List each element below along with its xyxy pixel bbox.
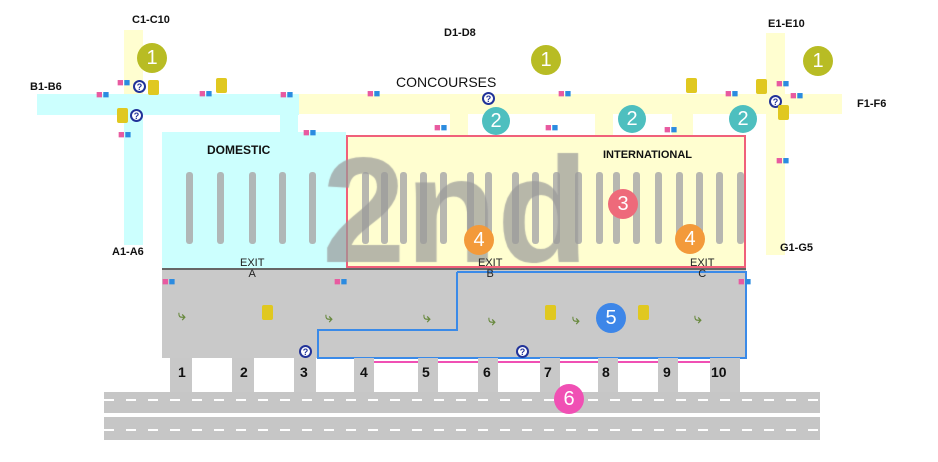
door-number: 5: [422, 364, 430, 380]
door-number: 10: [711, 364, 727, 380]
elevator-icon: [756, 79, 767, 94]
restroom-icon: ■■: [199, 88, 213, 100]
gates-e-label: E1-E10: [768, 18, 805, 30]
marker-4[interactable]: 4: [464, 225, 494, 255]
restroom-icon: ■■: [725, 88, 739, 100]
info-icon: ?: [769, 95, 782, 108]
restroom-icon: ■■: [367, 88, 381, 100]
elevator-icon: [778, 105, 789, 120]
concourses-label: CONCOURSES: [396, 74, 497, 90]
lane-marking: [104, 399, 820, 401]
restroom-icon: ■■: [776, 155, 790, 167]
lane-marking: [104, 429, 820, 431]
door-number: 3: [300, 364, 308, 380]
curb-column: [294, 358, 316, 392]
marker-3[interactable]: 3: [608, 189, 638, 219]
curb-column: [710, 358, 740, 392]
restroom-icon: ■■: [280, 89, 294, 101]
gates-c-label: C1-C10: [132, 14, 170, 26]
marker-2[interactable]: 2: [618, 105, 646, 133]
info-icon: ?: [482, 92, 495, 105]
info-icon: ?: [133, 80, 146, 93]
door-number: 1: [178, 364, 186, 380]
curb-column: [540, 358, 560, 392]
restroom-icon: ■■: [558, 88, 572, 100]
elevator-icon: [686, 78, 697, 93]
marker-2[interactable]: 2: [482, 107, 510, 135]
curb-column: [478, 358, 498, 392]
elevator-icon: [638, 305, 649, 320]
door-number: 2: [240, 364, 248, 380]
escalator-icon: ⤷: [488, 312, 496, 328]
door-number: 8: [602, 364, 610, 380]
door-number: 7: [544, 364, 552, 380]
info-icon: ?: [516, 345, 529, 358]
restroom-icon: ■■: [162, 276, 176, 288]
restroom-icon: ■■: [738, 276, 752, 288]
restroom-icon: ■■: [434, 122, 448, 134]
restroom-icon: ■■: [118, 129, 132, 141]
domestic-label: DOMESTIC: [207, 143, 271, 157]
curb-column: [354, 358, 374, 392]
marker-1[interactable]: 1: [531, 45, 561, 75]
elevator-icon: [262, 305, 273, 320]
curb-column: [232, 358, 254, 392]
escalator-icon: ⤷: [572, 311, 580, 327]
curb-column: [418, 358, 438, 392]
marker-6[interactable]: 6: [554, 384, 584, 414]
gates-a-label: A1-A6: [112, 246, 144, 258]
restroom-icon: ■■: [117, 77, 131, 89]
exit-letter: C: [698, 268, 707, 280]
elevator-icon: [545, 305, 556, 320]
restroom-icon: ■■: [776, 78, 790, 90]
restroom-icon: ■■: [334, 276, 348, 288]
gates-d-label: D1-D8: [444, 27, 476, 39]
gates-g-label: G1-G5: [780, 242, 814, 254]
curb-column: [170, 358, 192, 392]
gates-b-label: B1-B6: [30, 81, 62, 93]
elevator-icon: [216, 78, 227, 93]
info-icon: ?: [299, 345, 312, 358]
exit-label: EXIT: [690, 257, 715, 269]
curb-column: [658, 358, 678, 392]
restroom-icon: ■■: [303, 127, 317, 139]
exit-label: EXIT: [240, 257, 265, 269]
elevator-icon: [117, 108, 128, 123]
escalator-icon: ⤷: [423, 309, 431, 325]
international-label: INTERNATIONAL: [603, 149, 693, 161]
restroom-icon: ■■: [664, 124, 678, 136]
escalator-icon: ⤷: [178, 307, 186, 323]
lane-divider: [104, 413, 820, 417]
road: [104, 392, 820, 440]
escalator-icon: ⤷: [694, 310, 702, 326]
escalator-icon: ⤷: [325, 309, 333, 325]
door-number: 4: [360, 364, 368, 380]
marker-1[interactable]: 1: [137, 43, 167, 73]
marker-4[interactable]: 4: [675, 224, 705, 254]
marker-5[interactable]: 5: [596, 303, 626, 333]
marker-2[interactable]: 2: [729, 105, 757, 133]
restroom-icon: ■■: [96, 89, 110, 101]
elevator-icon: [148, 80, 159, 95]
restroom-icon: ■■: [545, 122, 559, 134]
exit-letter: B: [486, 268, 494, 280]
restroom-icon: ■■: [790, 90, 804, 102]
marker-1[interactable]: 1: [803, 46, 833, 76]
curb-column: [598, 358, 618, 392]
door-number: 6: [483, 364, 491, 380]
exit-letter: A: [248, 268, 256, 280]
zone-5-outline: [317, 271, 747, 359]
exit-label: EXIT: [478, 257, 503, 269]
info-icon: ?: [130, 109, 143, 122]
gates-f-label: F1-F6: [857, 98, 887, 110]
door-number: 9: [663, 364, 671, 380]
